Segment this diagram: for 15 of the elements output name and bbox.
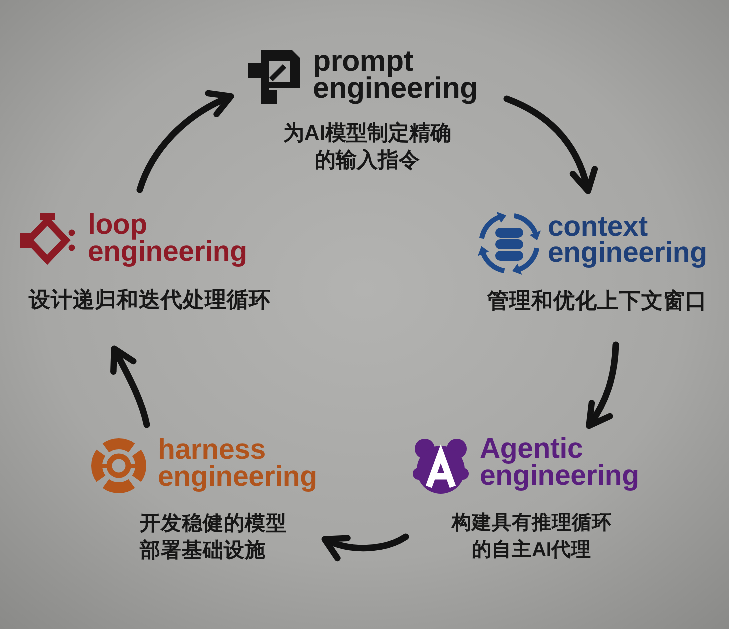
title: loop engineering [88,212,248,265]
title: harness engineering [158,437,318,491]
arrow [136,91,234,194]
description: 设计递归和迭代处理循环 [28,287,272,314]
description: 为AI模型制定精确的输入指令 [282,120,452,174]
arrow [322,534,410,561]
description: 管理和优化上下文窗口 [486,288,708,315]
title: context engineering [548,214,708,266]
description: 开发稳健的模型部署基础设施 [140,511,288,564]
title: prompt engineering [313,48,478,102]
arrow [586,342,620,430]
arrow [110,346,150,428]
arrow [504,96,598,194]
title: Agentic engineering [480,436,640,490]
description: 构建具有推理循环的自主AI代理 [450,511,613,562]
